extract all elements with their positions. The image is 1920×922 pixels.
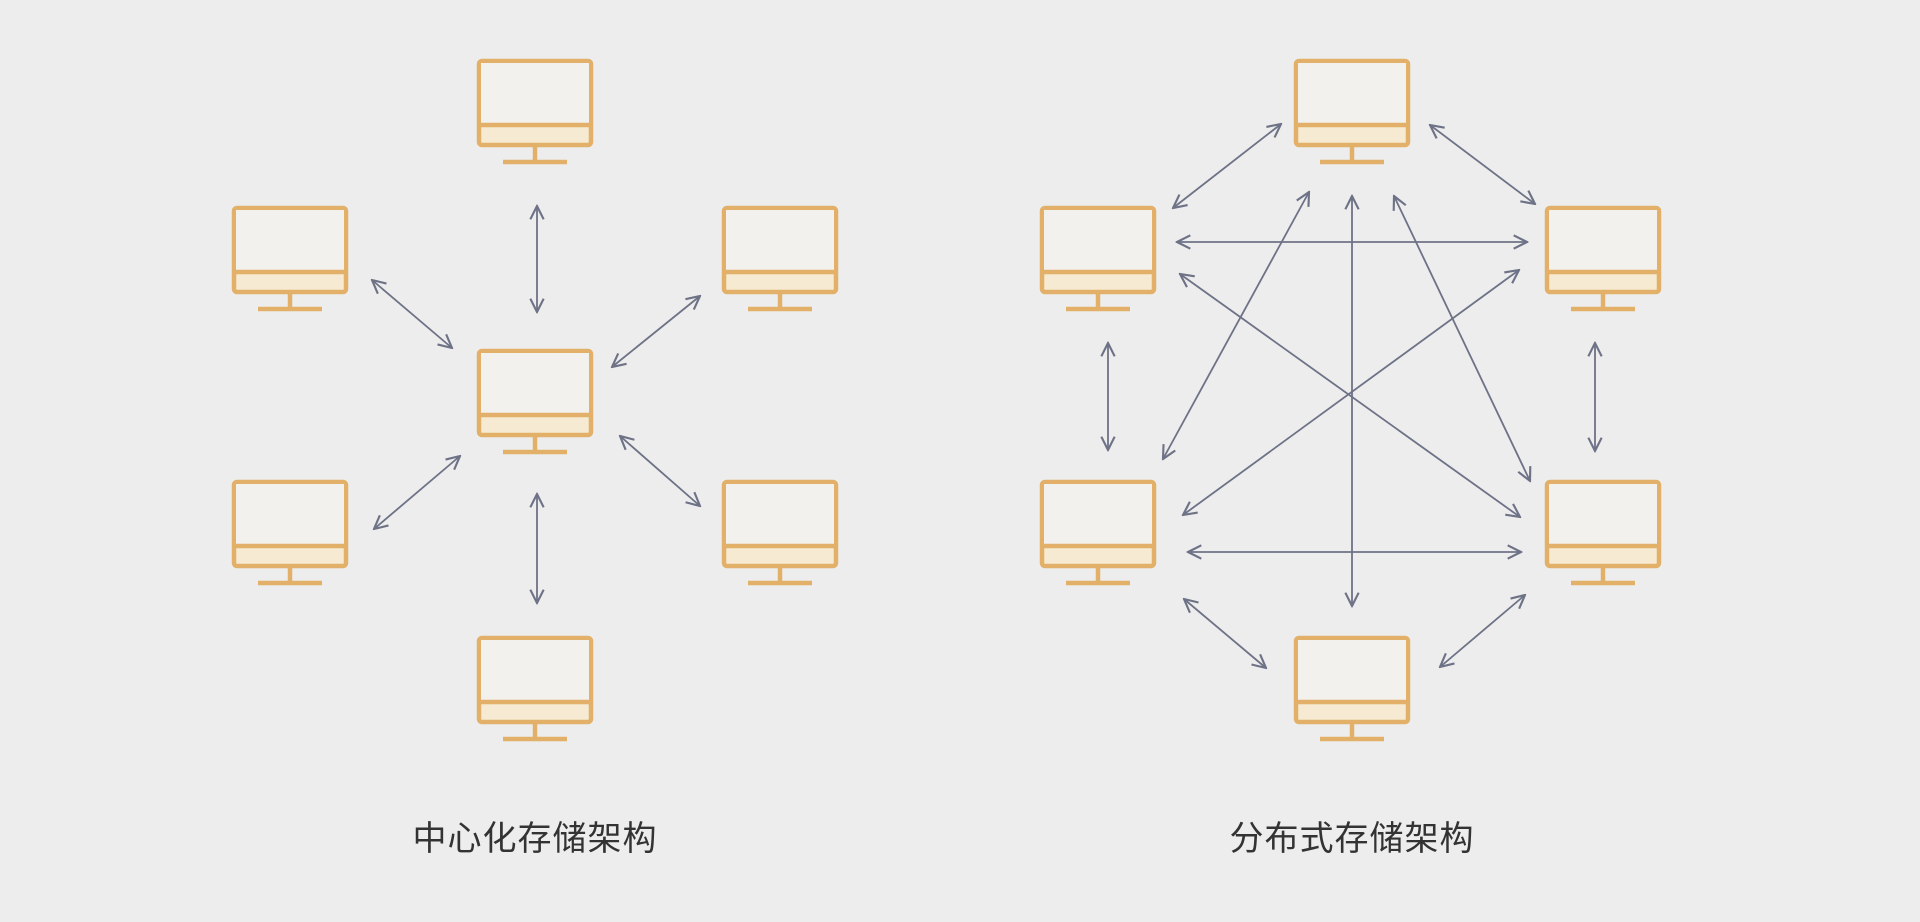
centralized-architecture-label: 中心化存储架构 bbox=[413, 819, 658, 859]
centralized-architecture-diagram bbox=[231, 58, 839, 742]
monitor-icon-central-node-hub bbox=[476, 348, 594, 455]
monitor-icon-central-node-lower-left bbox=[231, 479, 349, 586]
monitor-icon-distributed-node-lower-right bbox=[1544, 479, 1662, 586]
monitor-icon-distributed-node-bottom bbox=[1293, 635, 1411, 742]
arrow-top-upper-right bbox=[1430, 125, 1535, 204]
arrow-hub-upper-right bbox=[612, 296, 700, 367]
distributed-architecture-label: 分布式存储架构 bbox=[1230, 819, 1475, 859]
arrow-hub-lower-left bbox=[374, 456, 460, 529]
arrow-lower-left-bottom bbox=[1184, 599, 1266, 668]
monitor-icon-distributed-node-top bbox=[1293, 58, 1411, 165]
monitor-icon-distributed-node-upper-right bbox=[1544, 205, 1662, 312]
monitor-icon-central-node-upper-right bbox=[721, 205, 839, 312]
arrow-upper-right-lower-left bbox=[1183, 270, 1519, 515]
monitor-icon-central-node-upper-left bbox=[231, 205, 349, 312]
monitor-icon-distributed-node-upper-left bbox=[1039, 205, 1157, 312]
arrow-top-lower-right bbox=[1394, 196, 1530, 481]
arrow-top-upper-left bbox=[1173, 124, 1281, 208]
monitor-icon-central-node-bottom bbox=[476, 635, 594, 742]
arrow-top-lower-left bbox=[1163, 192, 1309, 459]
arrow-lower-right-bottom bbox=[1440, 595, 1525, 667]
arrow-hub-upper-left bbox=[372, 280, 452, 348]
arrow-hub-lower-right bbox=[620, 436, 700, 506]
monitor-icon-distributed-node-lower-left bbox=[1039, 479, 1157, 586]
distributed-architecture-diagram bbox=[1039, 58, 1662, 742]
monitor-icon-central-node-lower-right bbox=[721, 479, 839, 586]
monitor-icon-central-node-top bbox=[476, 58, 594, 165]
